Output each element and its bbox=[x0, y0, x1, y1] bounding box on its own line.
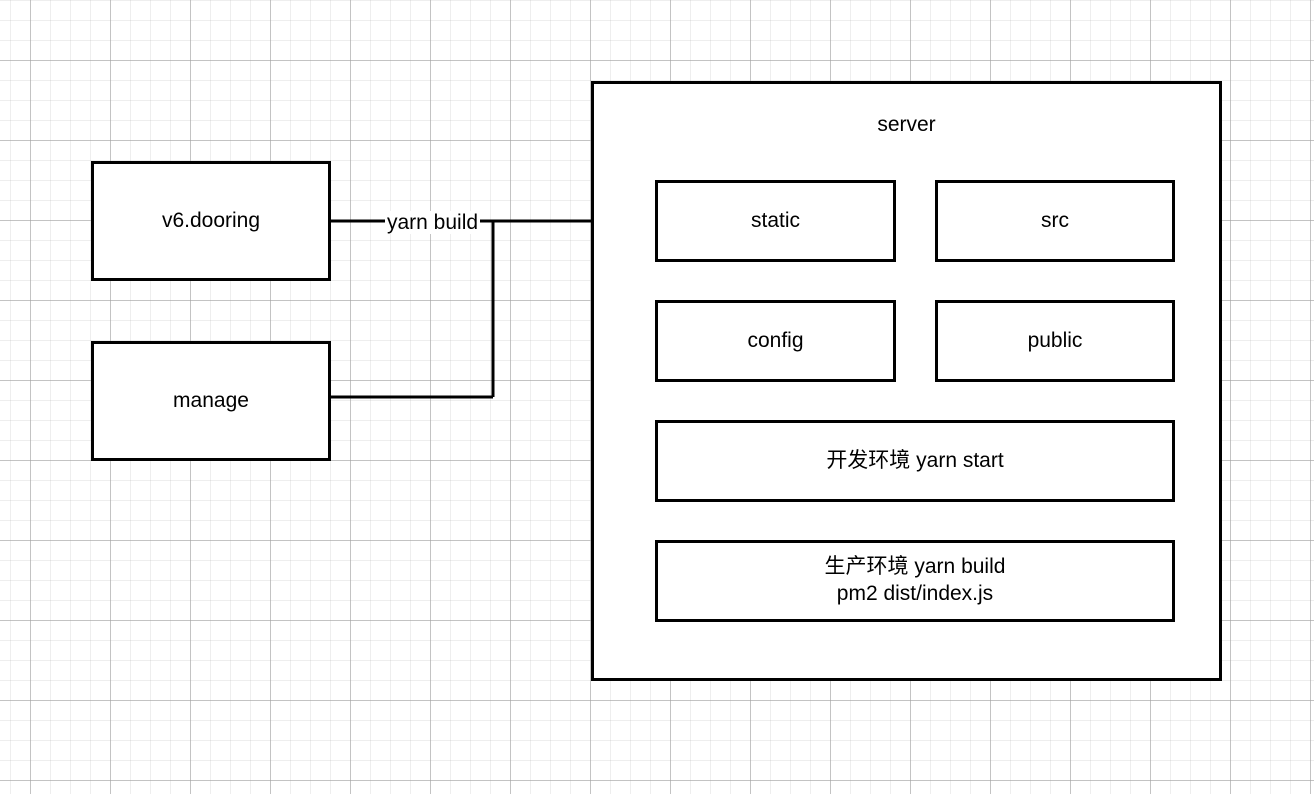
node-config-label: config bbox=[747, 328, 804, 352]
node-dev-environment[interactable]: 开发环境 yarn start bbox=[655, 420, 1175, 502]
node-v6-dooring[interactable]: v6.dooring bbox=[91, 161, 331, 281]
node-config[interactable]: config bbox=[655, 300, 896, 382]
node-manage[interactable]: manage bbox=[91, 341, 331, 461]
node-public[interactable]: public bbox=[935, 300, 1175, 382]
node-src[interactable]: src bbox=[935, 180, 1175, 262]
node-v6-dooring-label: v6.dooring bbox=[161, 208, 261, 232]
node-static-label: static bbox=[750, 208, 800, 232]
node-dev-environment-label: 开发环境 yarn start bbox=[826, 448, 1004, 472]
node-prod-environment[interactable]: 生产环境 yarn build pm2 dist/index.js bbox=[655, 540, 1175, 622]
node-manage-label: manage bbox=[173, 388, 249, 412]
node-prod-environment-label: 生产环境 yarn build pm2 dist/index.js bbox=[824, 555, 1006, 605]
node-public-label: public bbox=[1027, 328, 1083, 352]
build-edge-label: yarn build bbox=[385, 211, 481, 235]
node-src-label: src bbox=[1041, 208, 1069, 232]
node-static[interactable]: static bbox=[655, 180, 896, 262]
container-server-title: server bbox=[877, 113, 936, 136]
